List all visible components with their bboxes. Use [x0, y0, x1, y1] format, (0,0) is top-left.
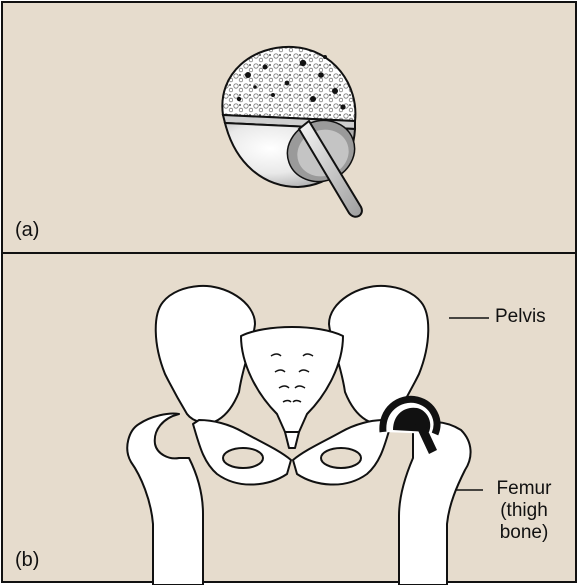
right-obturator	[321, 448, 361, 468]
implant-illustration	[3, 3, 579, 256]
pelvis-label: Pelvis	[495, 306, 546, 328]
panel-a-label: (a)	[15, 219, 39, 242]
femur-label-line2: (thigh	[489, 500, 559, 522]
panel-b: Pelvis Femur (thigh bone) (b)	[1, 252, 577, 583]
femur-label-line1: Femur	[489, 478, 559, 500]
hip-implant	[383, 399, 437, 454]
left-ilium	[156, 286, 255, 423]
coccyx	[285, 432, 299, 448]
panel-b-label: (b)	[15, 549, 39, 572]
femur-label: Femur (thigh bone)	[489, 478, 559, 544]
left-femur	[127, 413, 203, 585]
left-obturator	[223, 448, 263, 468]
femur-label-line3: bone)	[489, 522, 559, 544]
panel-a: (a)	[1, 1, 577, 254]
sacrum	[241, 327, 343, 432]
